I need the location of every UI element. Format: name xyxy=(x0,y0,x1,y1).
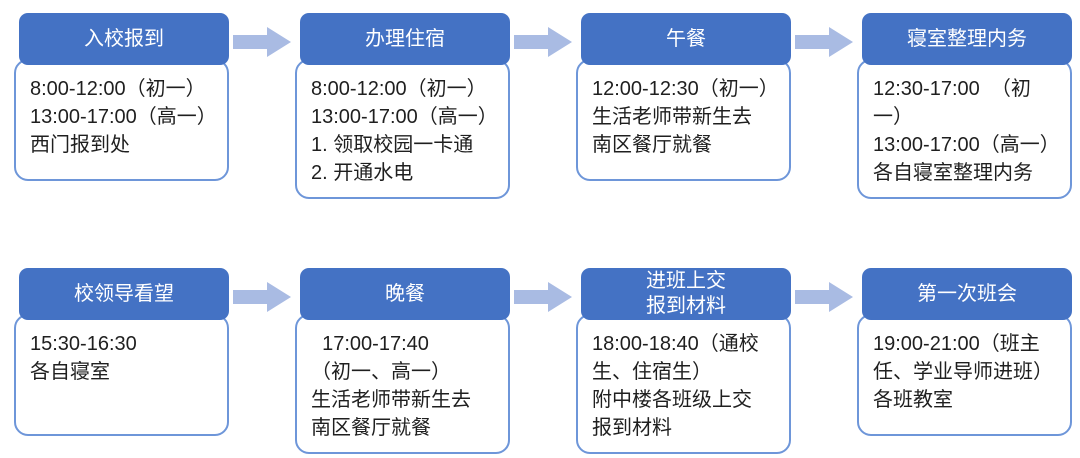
step-body: 17:00-17:40 （初一、高一） 生活老师带新生去 南区餐厅就餐 xyxy=(295,314,510,454)
flow-arrow xyxy=(510,13,576,57)
flow-arrow xyxy=(510,268,576,312)
flow-step-lunch: 午餐 12:00-12:30（初一） 生活老师带新生去 南区餐厅就餐 xyxy=(576,13,791,181)
step-title: 入校报到 xyxy=(19,13,229,65)
step-body: 18:00-18:40（通校 生、住宿生） 附中楼各班级上交 报到材料 xyxy=(576,314,791,454)
flow-step-dorm-tidy: 寝室整理内务 12:30-17:00 （初一） 13:00-17:00（高一） … xyxy=(857,13,1072,199)
flow-arrow xyxy=(791,13,857,57)
step-body: 12:30-17:00 （初一） 13:00-17:00（高一） 各自寝室整理内… xyxy=(857,59,1072,199)
step-body: 8:00-12:00（初一） 13:00-17:00（高一） 1. 领取校园一卡… xyxy=(295,59,510,199)
flow-step-accommodation: 办理住宿 8:00-12:00（初一） 13:00-17:00（高一） 1. 领… xyxy=(295,13,510,199)
step-body: 8:00-12:00（初一） 13:00-17:00（高一） 西门报到处 xyxy=(14,59,229,181)
flow-arrow xyxy=(229,13,295,57)
arrow-right-icon xyxy=(233,27,291,57)
flow-step-submit-materials: 进班上交 报到材料 18:00-18:40（通校 生、住宿生） 附中楼各班级上交… xyxy=(576,268,791,454)
flow-step-dinner: 晚餐 17:00-17:40 （初一、高一） 生活老师带新生去 南区餐厅就餐 xyxy=(295,268,510,454)
arrow-right-icon xyxy=(514,27,572,57)
step-title: 寝室整理内务 xyxy=(862,13,1072,65)
flow-row-1: 入校报到 8:00-12:00（初一） 13:00-17:00（高一） 西门报到… xyxy=(14,0,1080,199)
step-body: 15:30-16:30 各自寝室 xyxy=(14,314,229,436)
step-title: 办理住宿 xyxy=(300,13,510,65)
arrow-right-icon xyxy=(514,282,572,312)
step-title: 午餐 xyxy=(581,13,791,65)
step-title: 校领导看望 xyxy=(19,268,229,320)
arrow-right-icon xyxy=(233,282,291,312)
step-title: 第一次班会 xyxy=(862,268,1072,320)
step-title: 进班上交 报到材料 xyxy=(581,268,791,320)
flow-arrow xyxy=(791,268,857,312)
step-title: 晚餐 xyxy=(300,268,510,320)
step-body: 12:00-12:30（初一） 生活老师带新生去 南区餐厅就餐 xyxy=(576,59,791,181)
flow-row-2: 校领导看望 15:30-16:30 各自寝室 晚餐 17:00-17:40 （初… xyxy=(14,268,1080,454)
arrow-right-icon xyxy=(795,27,853,57)
arrow-right-icon xyxy=(795,282,853,312)
flow-step-first-class-meeting: 第一次班会 19:00-21:00（班主 任、学业导师进班） 各班教室 xyxy=(857,268,1072,436)
flow-step-leaders-visit: 校领导看望 15:30-16:30 各自寝室 xyxy=(14,268,229,436)
flow-arrow xyxy=(229,268,295,312)
flow-step-checkin: 入校报到 8:00-12:00（初一） 13:00-17:00（高一） 西门报到… xyxy=(14,13,229,181)
step-body: 19:00-21:00（班主 任、学业导师进班） 各班教室 xyxy=(857,314,1072,436)
